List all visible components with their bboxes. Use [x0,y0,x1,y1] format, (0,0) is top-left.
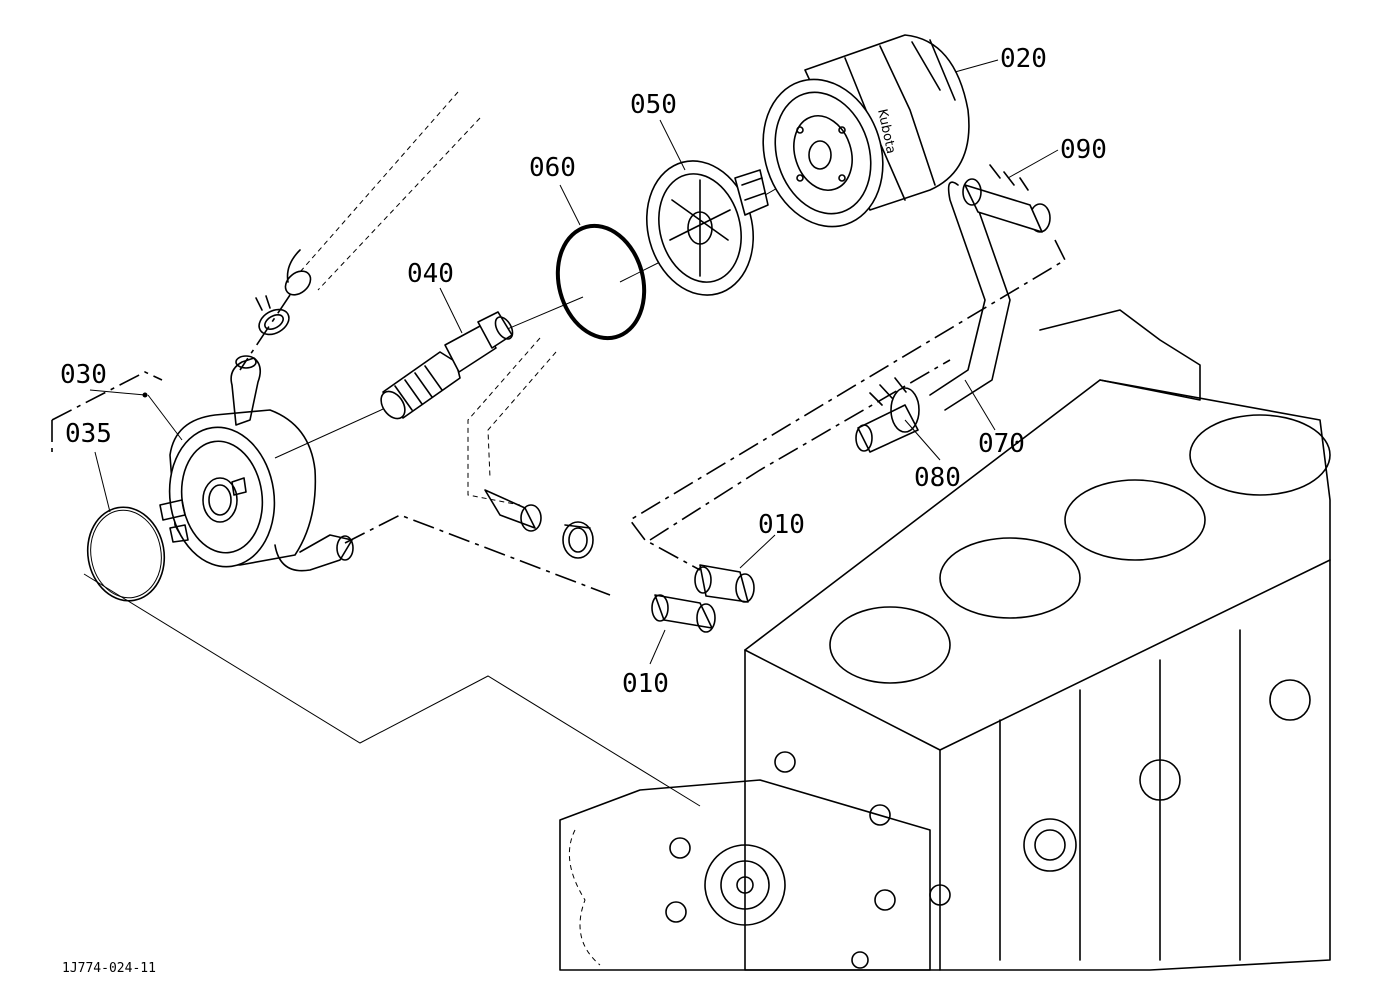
callout-080: 080 [914,463,961,493]
callout-035: 035 [65,419,112,449]
callout-060: 060 [529,153,576,183]
callout-labels: 020 050 060 090 040 030 035 070 080 010 … [60,44,1107,699]
threaded-pipe-040 [380,311,514,420]
filter-bracket-050 [645,160,769,296]
callout-050: 050 [630,90,677,120]
hose-clamp-080 [855,377,920,453]
gasket-035 [86,506,166,602]
callout-040: 040 [407,259,454,289]
oil-filter-020: Kubota [762,34,970,228]
document-id: 1J774-024-11 [62,961,156,976]
engine-block [559,309,1331,971]
callout-090: 090 [1060,135,1107,165]
leader-lines [89,59,1059,665]
upper-hose [239,91,481,371]
callout-020: 020 [1000,44,1047,74]
fittings-010 [651,564,755,633]
callout-030: 030 [60,360,107,390]
callout-010-upper: 010 [758,510,805,540]
hose-070 [628,181,1067,571]
callout-070: 070 [978,429,1025,459]
hose-clamp-090 [962,164,1043,233]
callout-010-lower: 010 [622,669,669,699]
oil-cooler-030 [159,355,354,572]
upper-hose-clamp [255,295,290,336]
o-ring-060 [555,223,647,341]
lower-hose [344,337,611,596]
